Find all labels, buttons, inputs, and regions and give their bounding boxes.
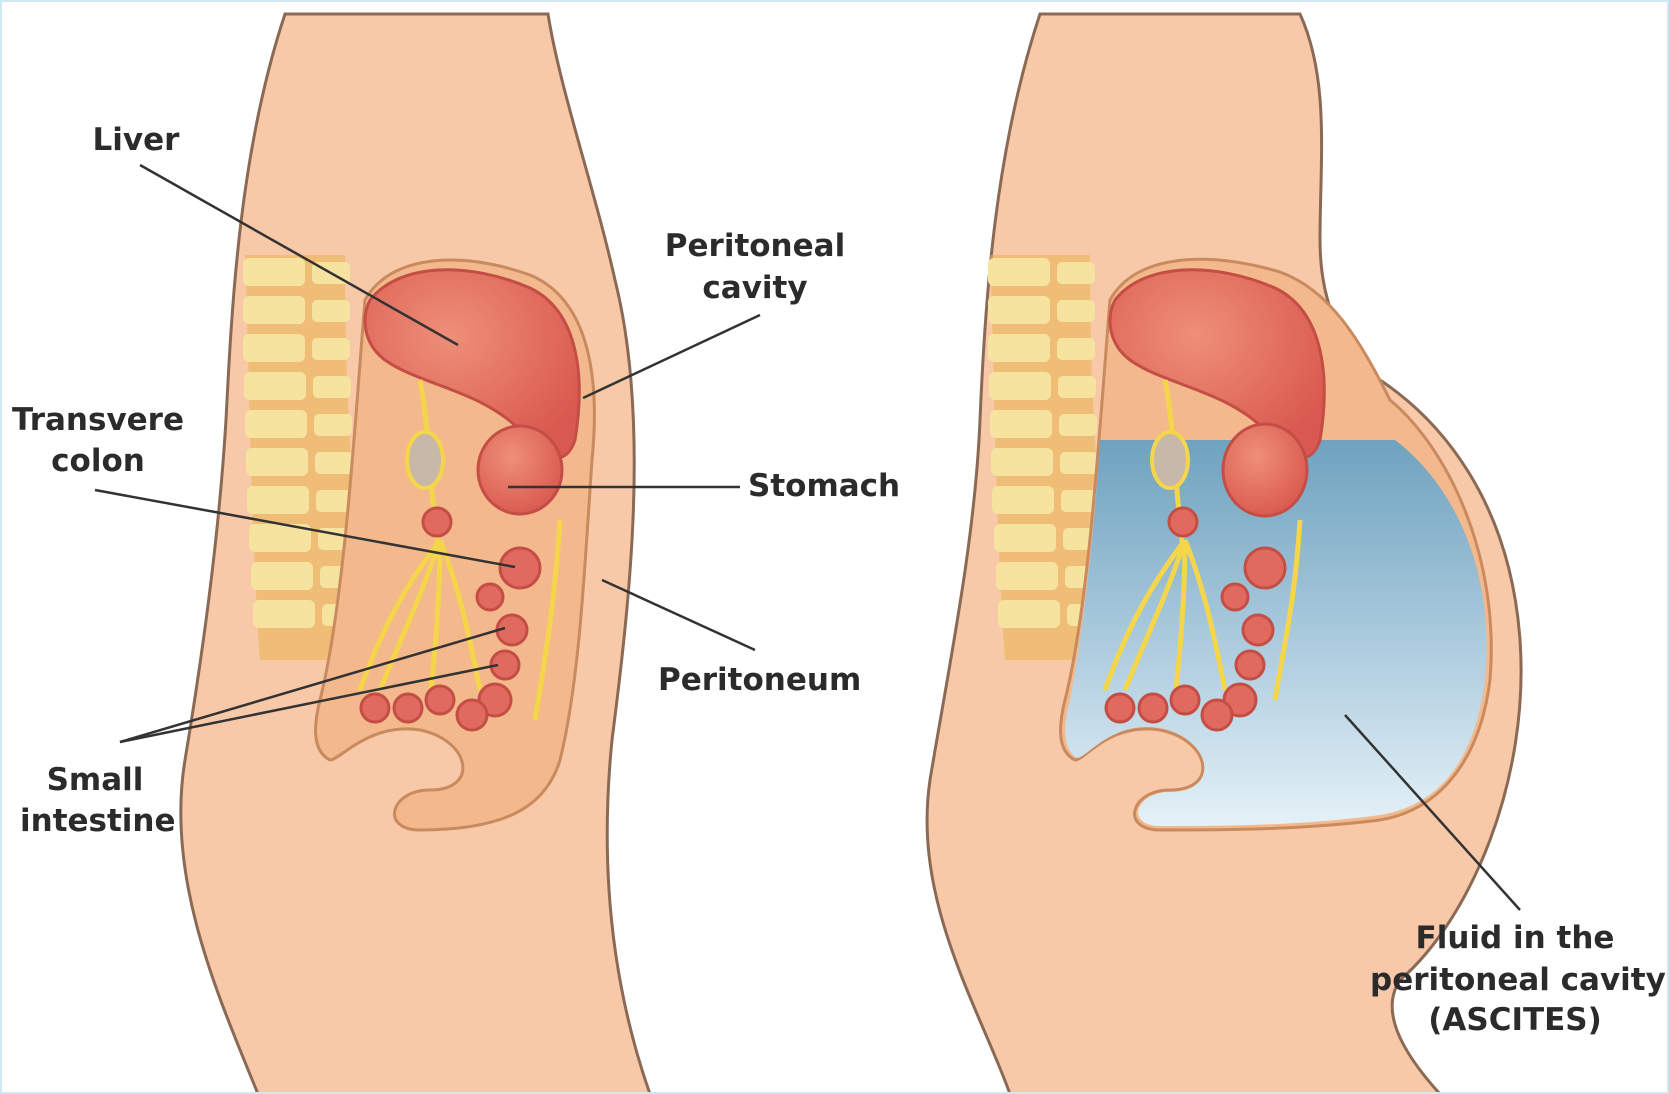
label-peritoneal-cavity-line1: Peritoneal: [650, 226, 860, 266]
label-ascites-line2: peritoneal cavity: [1370, 960, 1660, 1000]
label-small-intestine-line1: Small: [20, 760, 170, 800]
label-small-intestine-line2: intestine: [20, 801, 170, 841]
label-stomach: Stomach: [748, 466, 908, 506]
label-peritoneal-cavity-line2: cavity: [650, 268, 860, 308]
label-peritoneum: Peritoneum: [658, 660, 858, 700]
label-liver: Liver: [88, 120, 184, 160]
normal-abdomen: [181, 14, 650, 1094]
ascites-stomach: [1223, 424, 1307, 516]
label-transverse-colon-line2: colon: [8, 441, 188, 481]
normal-stomach: [478, 426, 562, 514]
label-transverse-colon-line1: Transvere: [8, 400, 188, 440]
label-ascites-line1: Fluid in the: [1370, 918, 1660, 958]
label-ascites-line3: (ASCITES): [1370, 1000, 1660, 1040]
